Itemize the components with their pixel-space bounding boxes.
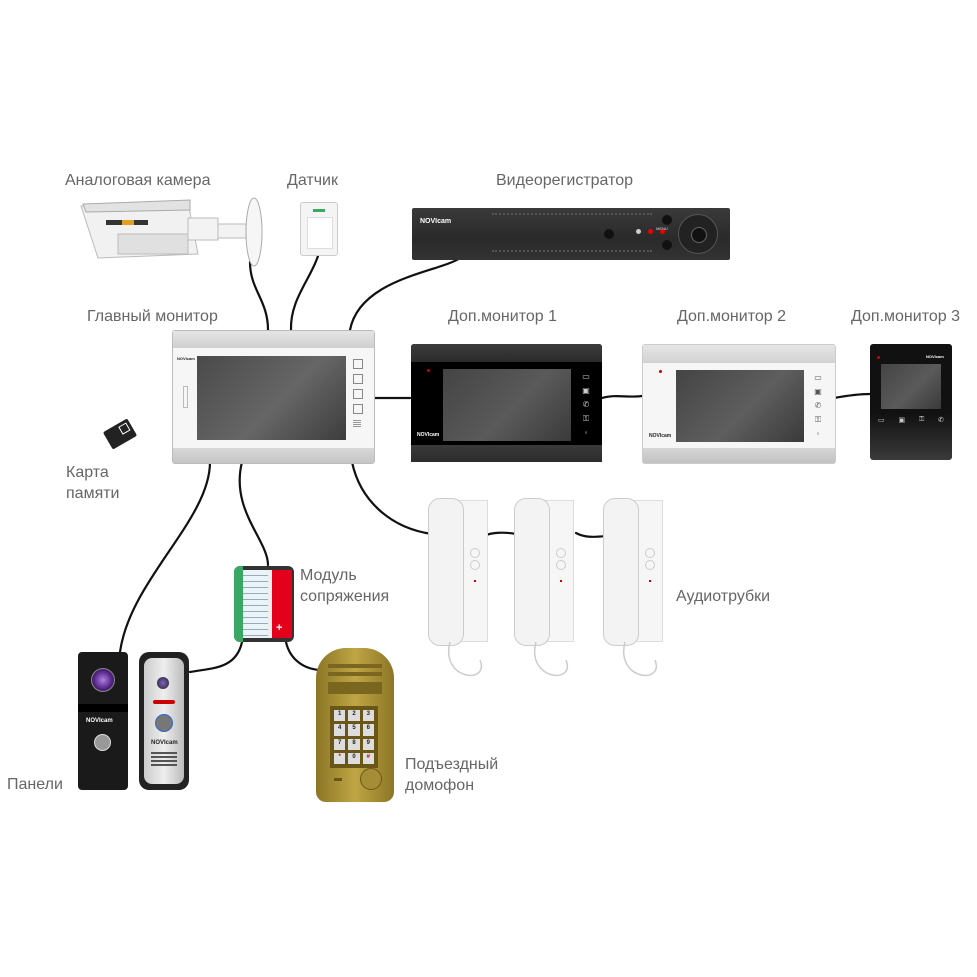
label-intercom-1: Подъездный <box>405 756 499 773</box>
wire-sensor-main <box>289 254 320 332</box>
status-led <box>648 229 653 234</box>
label-memory-card-1: Карта <box>66 464 109 481</box>
status-led <box>636 229 641 234</box>
label-intercom-2: домофон <box>405 777 475 794</box>
brand-logo: NOVIcam <box>177 356 195 361</box>
label-module-1: Модуль <box>300 567 357 584</box>
wire-extra1-extra2 <box>600 394 644 400</box>
wire-handset2-handset3 <box>574 531 608 538</box>
label-main-monitor: Главный монитор <box>87 308 218 325</box>
label-camera: Аналоговая камера <box>65 172 211 189</box>
keypad-key[interactable]: 1 <box>334 710 346 722</box>
wire-main-module <box>238 460 270 567</box>
label-memory-card-2: памяти <box>66 485 120 502</box>
key-reader[interactable] <box>360 768 382 790</box>
label-sensor: Датчик <box>287 172 338 189</box>
screen <box>676 370 804 442</box>
monitor-button[interactable] <box>353 389 363 399</box>
back-button[interactable] <box>662 240 672 250</box>
keypad-key[interactable]: 7 <box>334 738 346 750</box>
interface-module: + <box>234 566 294 642</box>
label-extra-monitor-3: Доп.монитор 3 <box>851 308 960 325</box>
screen <box>197 356 346 440</box>
monitor-button[interactable] <box>353 359 363 369</box>
keypad-key[interactable]: 5 <box>348 724 360 736</box>
keypad-key[interactable]: 6 <box>362 724 374 736</box>
label-extra-monitor-1: Доп.монитор 1 <box>448 308 557 325</box>
label-panels: Панели <box>7 776 63 793</box>
wire-extra2-extra3 <box>832 392 872 400</box>
handset-cords <box>447 641 658 676</box>
extra-monitor-1: NOVIcam ▭▣✆⚿◦ <box>411 344 602 462</box>
wire-handset1-handset2 <box>482 531 518 538</box>
call-panel-silver: NOVIcam <box>139 652 189 790</box>
brand-logo: NOVIcam <box>420 218 452 225</box>
power-button[interactable] <box>604 229 614 239</box>
brand-logo: NOVIcam <box>151 740 178 746</box>
sensor-led <box>313 209 325 212</box>
brand-logo: NOVIcam <box>926 354 944 359</box>
wire-module-panel2 <box>188 640 244 674</box>
keypad-key[interactable]: # <box>362 752 374 764</box>
enter-button[interactable] <box>691 227 707 243</box>
icon-buttons[interactable]: ▭▣⚿✆ <box>878 416 944 424</box>
wire-module-intercom <box>284 640 324 672</box>
wire-main-panel1 <box>118 460 212 654</box>
call-panel-black: NOVIcam <box>78 652 128 790</box>
camera-lens <box>157 677 169 689</box>
audio-handset <box>603 498 663 646</box>
call-button[interactable] <box>94 734 111 751</box>
dpad[interactable] <box>678 214 718 254</box>
motion-sensor <box>300 202 338 256</box>
keypad-key[interactable]: 9 <box>362 738 374 750</box>
keypad-key[interactable]: * <box>334 752 346 764</box>
label-module-2: сопряжения <box>300 588 390 605</box>
audio-handset <box>514 498 574 646</box>
status-led <box>660 229 665 234</box>
keypad-key[interactable]: 0 <box>348 752 360 764</box>
extra-monitor-3: NOVIcam ▭▣⚿✆ <box>870 344 952 460</box>
speaker-grille <box>353 420 361 428</box>
keypad-key[interactable]: 4 <box>334 724 346 736</box>
analog-camera <box>78 196 273 271</box>
keypad-key[interactable]: 8 <box>348 738 360 750</box>
brand-logo: NOVIcam <box>417 432 440 438</box>
icon-buttons[interactable]: ▭▣✆⚿◦ <box>582 372 590 437</box>
keypad-key[interactable]: 2 <box>348 710 360 722</box>
call-button[interactable] <box>155 714 173 732</box>
dvr: NOVIcam MENU <box>412 208 730 260</box>
brand-logo: NOVIcam <box>86 718 113 724</box>
keypad-key[interactable]: 3 <box>362 710 374 722</box>
label-dvr: Видеорегистратор <box>496 172 634 189</box>
label-audio-handsets: Аудиотрубки <box>676 588 771 605</box>
monitor-button[interactable] <box>353 374 363 384</box>
camera-lens <box>91 668 115 692</box>
brand-logo: NOVIcam <box>649 433 672 439</box>
icon-buttons[interactable]: ▭▣✆⚿◦ <box>814 373 822 438</box>
wire-camera-main <box>248 260 270 332</box>
screen <box>881 364 941 409</box>
wire-main-handsets <box>350 460 434 536</box>
monitor-button[interactable] <box>353 404 363 414</box>
main-monitor: NOVIcam <box>172 330 375 464</box>
wire-dvr-main <box>348 256 462 332</box>
audio-handset <box>428 498 488 646</box>
screen <box>443 369 571 441</box>
label-extra-monitor-2: Доп.монитор 2 <box>677 308 786 325</box>
menu-label: MENU <box>656 226 668 231</box>
plus-icon: + <box>276 622 283 634</box>
menu-button[interactable] <box>662 215 672 225</box>
extra-monitor-2: NOVIcam ▭▣✆⚿◦ <box>642 344 836 464</box>
